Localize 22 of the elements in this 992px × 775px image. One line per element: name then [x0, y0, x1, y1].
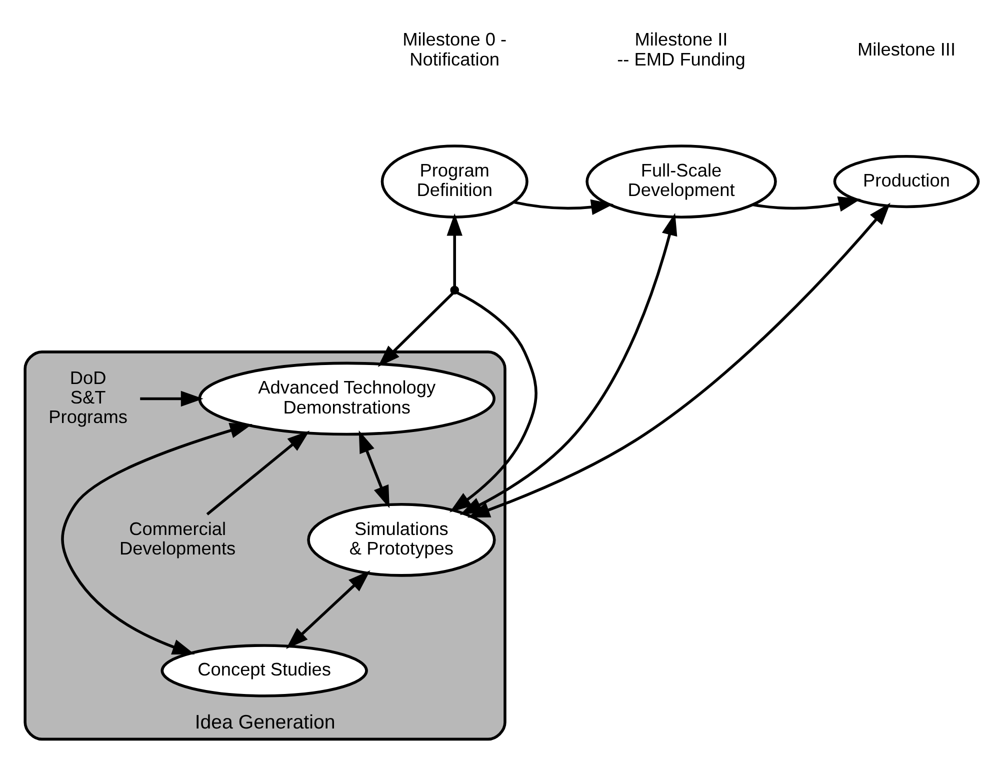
- arrow: [446, 212, 462, 286]
- arrow: [358, 430, 390, 508]
- node-text: DoD S&T Programs: [48, 367, 128, 427]
- node-point: [450, 285, 460, 294]
- arrow: [140, 390, 204, 406]
- node-ellipse: Full-Scale Development: [586, 144, 777, 218]
- arrow: [467, 202, 890, 518]
- arrow: [286, 570, 370, 649]
- label: Milestone 0 - Notification: [402, 29, 507, 69]
- arrow: [61, 422, 252, 654]
- label: Milestone II -- EMD Funding: [617, 29, 746, 69]
- node-text: Commercial Developments: [120, 518, 236, 558]
- arrow: [206, 430, 310, 515]
- node-ellipse: Production: [833, 154, 980, 208]
- arrow: [752, 196, 861, 212]
- arrow: [378, 292, 454, 366]
- node-ellipse: Advanced Technology Demonstrations: [198, 361, 496, 436]
- arrow: [450, 290, 538, 512]
- node-ellipse: Program Definition: [380, 144, 528, 218]
- label: Milestone III: [858, 39, 956, 60]
- node-ellipse: Concept Studies: [160, 644, 368, 697]
- arrow: [514, 198, 614, 214]
